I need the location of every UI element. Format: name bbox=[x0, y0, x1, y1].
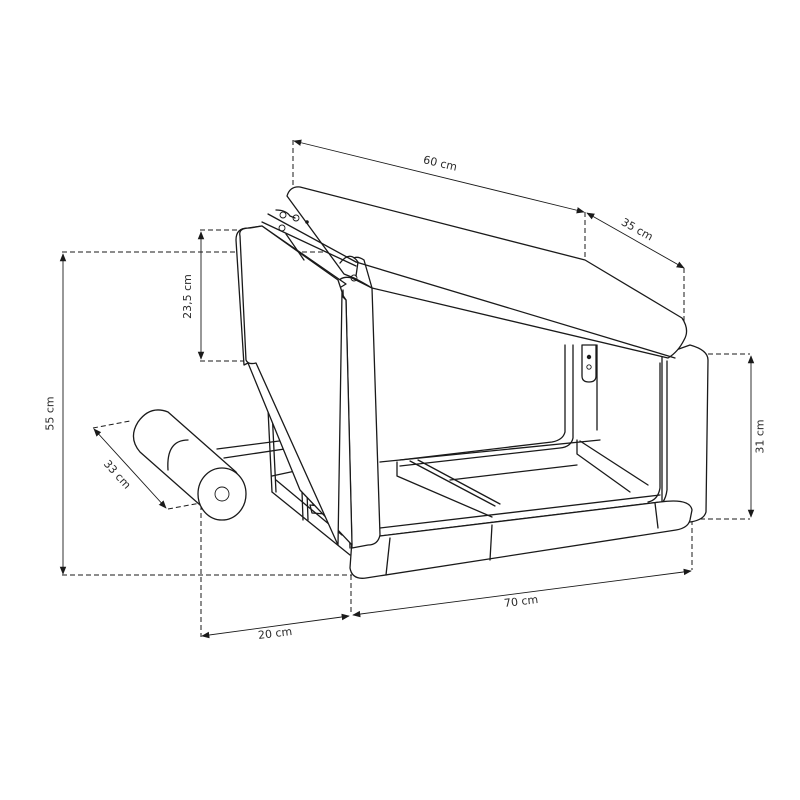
dim-label-23-5cm: 23,5 cm bbox=[180, 274, 194, 319]
leg-roller bbox=[132, 409, 247, 521]
extension-lines bbox=[62, 140, 750, 637]
dimension-arrows bbox=[59, 139, 755, 639]
bench-frame bbox=[216, 186, 709, 579]
dim-label-31cm: 31 cm bbox=[753, 419, 767, 454]
dim-label-55cm: 55 cm bbox=[43, 396, 57, 431]
